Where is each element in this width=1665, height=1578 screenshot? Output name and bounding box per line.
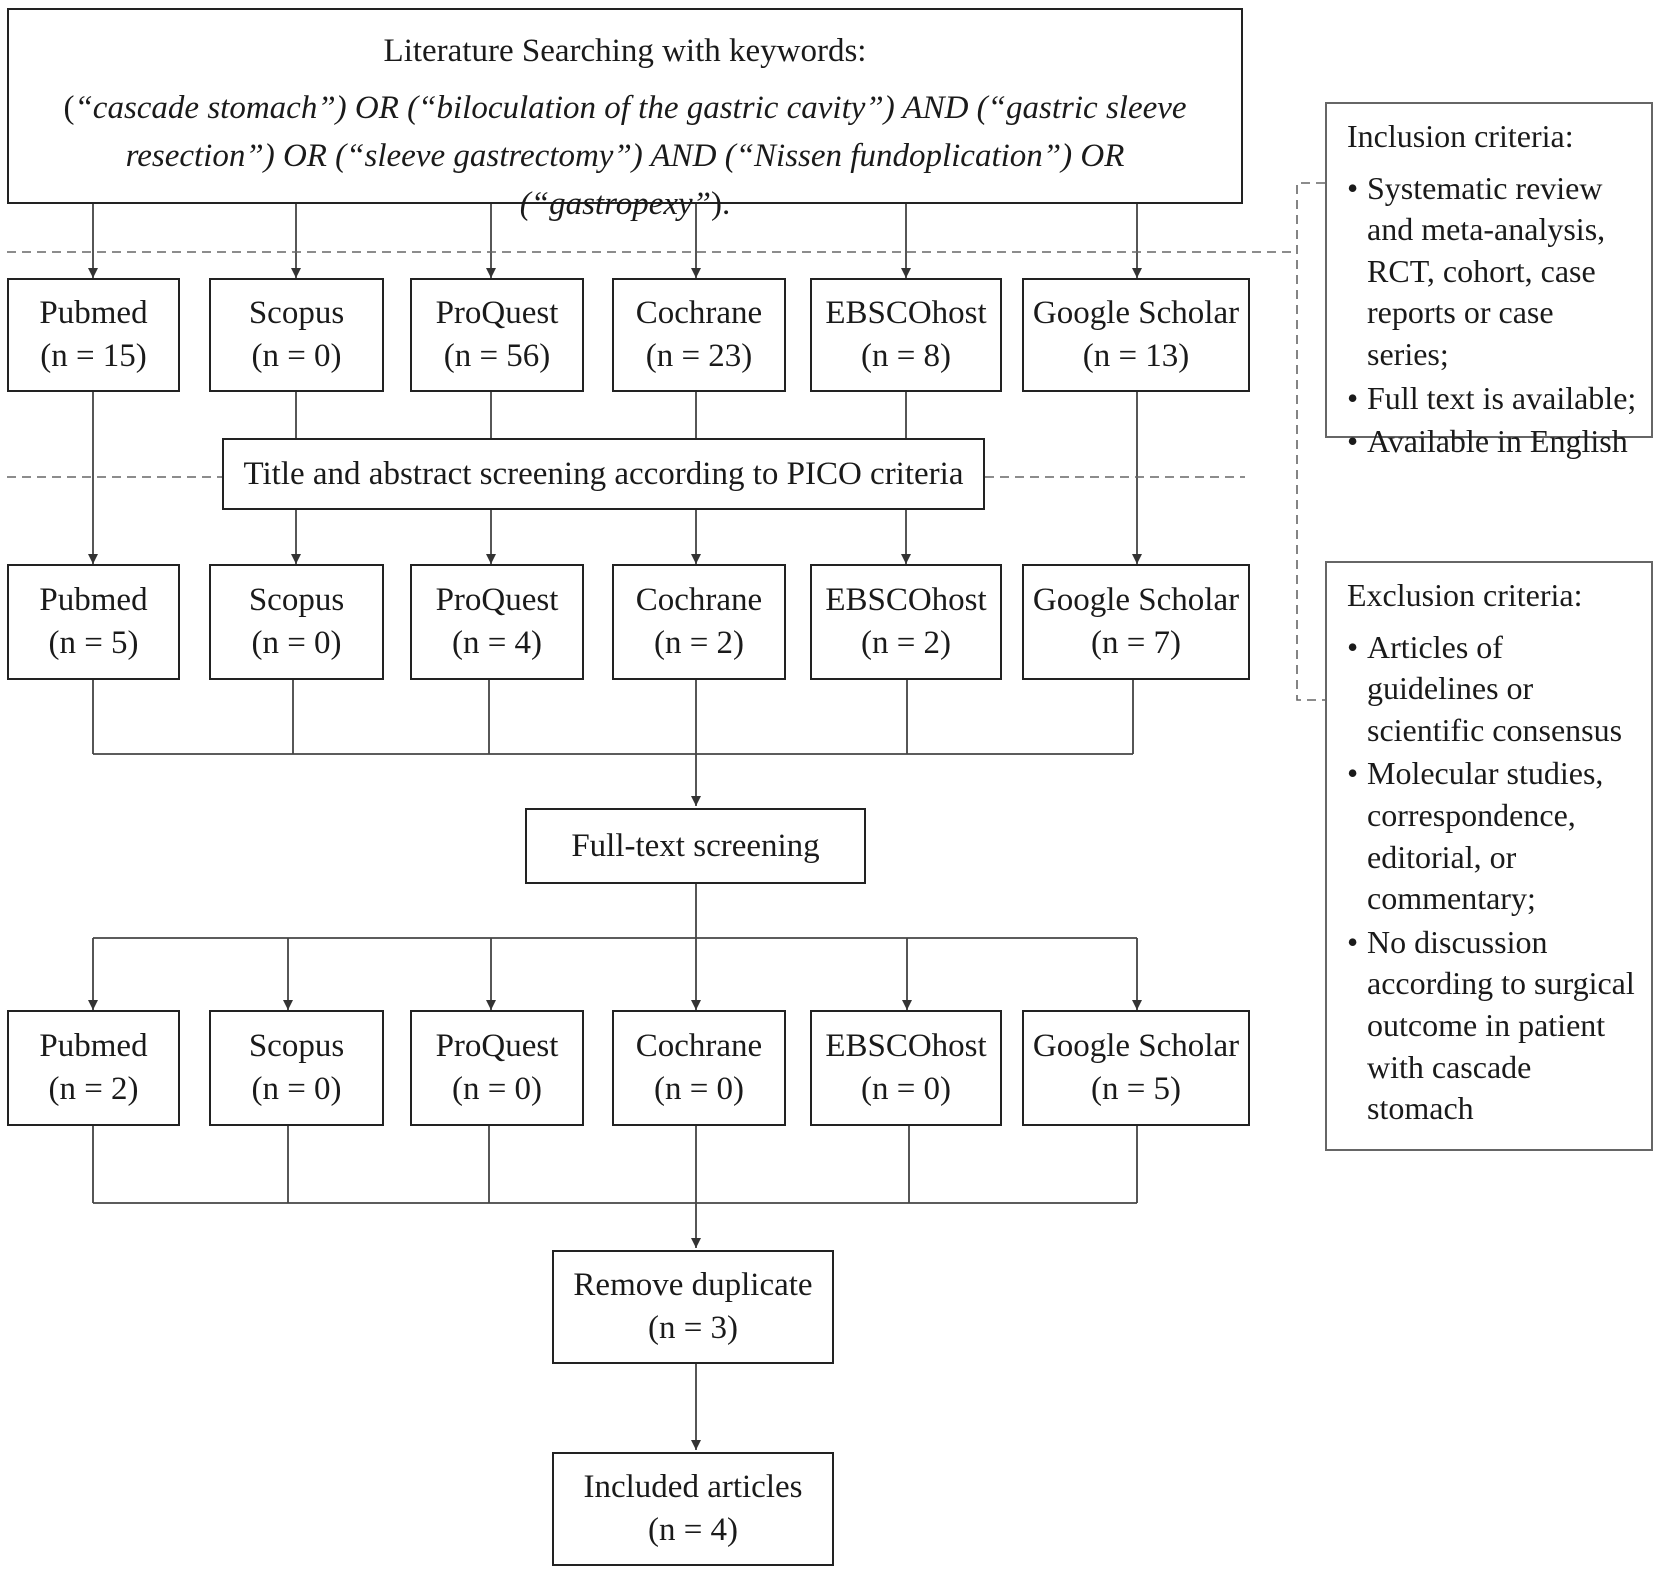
query-part: ) OR ( <box>519 137 1125 222</box>
query-part: ). <box>711 185 731 222</box>
database-name: EBSCOhost <box>825 1028 987 1065</box>
query-term: “gastropexy” <box>530 185 712 222</box>
exclusion-item: No discussion according to surgical outc… <box>1347 922 1637 1130</box>
fulltext-screening-box: Full-text screening <box>525 808 866 884</box>
record-count: (n = 2) <box>48 1071 139 1107</box>
included-articles-box: Included articles (n = 4) <box>552 1452 834 1566</box>
duplicate-count: (n = 3) <box>647 1310 739 1346</box>
database-name: EBSCOhost <box>825 295 987 332</box>
record-count: (n = 23) <box>645 338 753 374</box>
duplicate-label: Remove duplicate <box>573 1267 813 1304</box>
pico-screening-box: Title and abstract screening according t… <box>222 438 985 510</box>
query-part: ) AND ( <box>631 137 736 174</box>
query-part: ) OR ( <box>263 137 347 174</box>
included-label: Included articles <box>583 1469 803 1506</box>
pubmed-fulltext-box: Pubmed (n = 2) <box>7 1010 180 1126</box>
exclusion-item: Molecular studies, correspondence, edito… <box>1347 753 1637 919</box>
record-count: (n = 0) <box>251 1071 342 1107</box>
database-name: Cochrane <box>635 1028 763 1065</box>
database-name: Scopus <box>248 582 345 619</box>
record-count: (n = 5) <box>1090 1071 1182 1107</box>
inclusion-item: Full text is available; <box>1347 378 1637 420</box>
record-count: (n = 15) <box>40 338 147 374</box>
ebscohost-identified-box: EBSCOhost (n = 8) <box>810 278 1002 392</box>
database-name: Pubmed <box>39 295 148 332</box>
cochrane-identified-box: Cochrane (n = 23) <box>612 278 786 392</box>
google-scholar-fulltext-box: Google Scholar (n = 5) <box>1022 1010 1250 1126</box>
record-count: (n = 0) <box>451 1071 543 1107</box>
record-count: (n = 0) <box>251 338 342 374</box>
record-count: (n = 13) <box>1082 338 1190 374</box>
query-term: “sleeve gastrectomy” <box>346 137 632 174</box>
database-name: EBSCOhost <box>825 582 987 619</box>
exclusion-list: Articles of guidelines or scientific con… <box>1347 627 1637 1130</box>
database-name: ProQuest <box>435 582 559 619</box>
inclusion-title: Inclusion criteria: <box>1347 118 1574 154</box>
query-part: ) OR ( <box>335 89 419 126</box>
record-count: (n = 0) <box>251 625 342 661</box>
record-count: (n = 2) <box>860 625 952 661</box>
proquest-fulltext-box: ProQuest (n = 0) <box>410 1010 584 1126</box>
database-name: Pubmed <box>39 1028 148 1065</box>
inclusion-criteria-box: Inclusion criteria: Systematic review an… <box>1325 102 1653 462</box>
search-keywords-box: Literature Searching with keywords: (“ca… <box>7 8 1243 222</box>
pubmed-screened-box: Pubmed (n = 5) <box>7 564 180 680</box>
exclusion-title: Exclusion criteria: <box>1347 577 1583 613</box>
database-name: ProQuest <box>435 1028 559 1065</box>
search-query: (“cascade stomach”) OR (“biloculation of… <box>9 85 1241 229</box>
record-count: (n = 8) <box>860 338 952 374</box>
proquest-screened-box: ProQuest (n = 4) <box>410 564 584 680</box>
database-name: Pubmed <box>39 582 148 619</box>
database-name: Google Scholar <box>1032 1028 1240 1065</box>
database-name: Google Scholar <box>1032 582 1240 619</box>
record-count: (n = 0) <box>860 1071 952 1107</box>
cochrane-fulltext-box: Cochrane (n = 0) <box>612 1010 786 1126</box>
record-count: (n = 5) <box>48 625 139 661</box>
scopus-fulltext-box: Scopus (n = 0) <box>209 1010 384 1126</box>
fulltext-label: Full-text screening <box>571 827 820 864</box>
query-part: ) AND ( <box>883 89 988 126</box>
exclusion-item: Articles of guidelines or scientific con… <box>1347 627 1637 752</box>
query-term: “biloculation of the gastric cavity” <box>418 89 884 126</box>
database-name: Scopus <box>248 1028 345 1065</box>
pico-label: Title and abstract screening according t… <box>243 455 964 492</box>
inclusion-item: Available in English <box>1347 421 1637 463</box>
query-part: ( <box>63 89 75 126</box>
criteria-bracket <box>1296 182 1325 701</box>
query-term: “gastric sleeve resection” <box>125 89 1187 174</box>
remove-duplicate-box: Remove duplicate (n = 3) <box>552 1250 834 1364</box>
google-scholar-identified-box: Google Scholar (n = 13) <box>1022 278 1250 392</box>
record-count: (n = 0) <box>653 1071 745 1107</box>
record-count: (n = 7) <box>1090 625 1182 661</box>
record-count: (n = 4) <box>451 625 543 661</box>
cochrane-screened-box: Cochrane (n = 2) <box>612 564 786 680</box>
exclusion-criteria-box: Exclusion criteria: Articles of guidelin… <box>1325 561 1653 1151</box>
inclusion-item: Systematic review and meta-analysis, RCT… <box>1347 168 1637 376</box>
database-name: Cochrane <box>635 295 763 332</box>
query-term: “cascade stomach” <box>74 89 336 126</box>
scopus-screened-box: Scopus (n = 0) <box>209 564 384 680</box>
query-term: “Nissen fundoplication” <box>735 137 1062 174</box>
inclusion-list: Systematic review and meta-analysis, RCT… <box>1347 168 1637 463</box>
google-scholar-screened-box: Google Scholar (n = 7) <box>1022 564 1250 680</box>
search-title: Literature Searching with keywords: <box>383 33 867 69</box>
database-name: Google Scholar <box>1032 295 1240 332</box>
record-count: (n = 2) <box>653 625 745 661</box>
ebscohost-screened-box: EBSCOhost (n = 2) <box>810 564 1002 680</box>
scopus-identified-box: Scopus (n = 0) <box>209 278 384 392</box>
ebscohost-fulltext-box: EBSCOhost (n = 0) <box>810 1010 1002 1126</box>
proquest-identified-box: ProQuest (n = 56) <box>410 278 584 392</box>
included-count: (n = 4) <box>647 1512 739 1548</box>
database-name: Cochrane <box>635 582 763 619</box>
database-name: Scopus <box>248 295 345 332</box>
record-count: (n = 56) <box>443 338 551 374</box>
pubmed-identified-box: Pubmed (n = 15) <box>7 278 180 392</box>
database-name: ProQuest <box>435 295 559 332</box>
